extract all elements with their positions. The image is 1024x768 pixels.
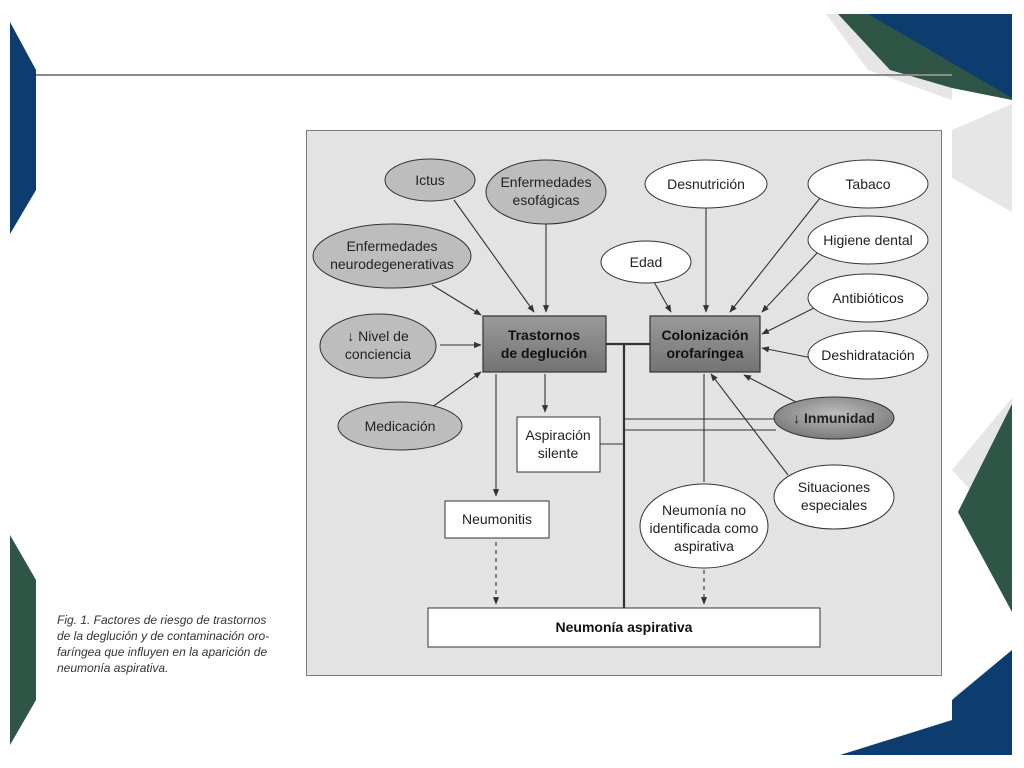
left-bottom-green-shape: [10, 535, 36, 745]
box-trastornos-deglucion: Trastornos de deglución: [482, 315, 607, 373]
caption-line-1: Fig. 1. Factores de riesgo de trastornos: [57, 613, 267, 627]
label-neumonia-aspirativa: Neumonía aspirativa: [556, 619, 693, 635]
label-neuro-1: Enfermedades: [346, 238, 437, 254]
label-medicacion: Medicación: [365, 418, 436, 434]
node-deshidratacion: Deshidratación: [807, 330, 929, 380]
node-higiene-dental: Higiene dental: [807, 215, 929, 265]
label-esofagicas-2: esofágicas: [513, 192, 580, 208]
box-colonizacion-orofaringea: Colonización orofaríngea: [649, 315, 761, 373]
caption-line-3: faríngea que influyen en la aparición de: [57, 645, 268, 659]
risk-factor-diagram: Ictus Enfermedades esofágicas Enfermedad…: [312, 158, 929, 648]
label-aspiracion-2: silente: [538, 445, 579, 461]
arrow-tabaco-colonizacion: [729, 197, 821, 313]
box-neumonia-aspirativa: Neumonía aspirativa: [427, 607, 821, 648]
right-middle-green-shape: [958, 404, 1012, 612]
node-enfermedades-esofagicas: Enfermedades esofágicas: [485, 159, 607, 225]
label-colonizacion-2: orofaríngea: [666, 345, 743, 361]
label-desnutricion: Desnutrición: [667, 176, 745, 192]
arrow-medicacion-trastornos: [427, 371, 482, 411]
label-neuro-2: neurodegenerativas: [330, 256, 454, 272]
label-higiene: Higiene dental: [823, 232, 913, 248]
label-ictus: Ictus: [415, 172, 445, 188]
label-nivel-1: ↓ Nivel de: [347, 328, 409, 344]
label-trastornos-1: Trastornos: [508, 327, 581, 343]
label-noidentificada-1: Neumonía no: [662, 502, 746, 518]
label-aspiracion-1: Aspiración: [525, 427, 590, 443]
arrow-ictus-trastornos: [453, 199, 535, 313]
left-top-navy-shape: [10, 22, 36, 234]
node-ictus: Ictus: [384, 158, 476, 202]
label-neumonitis: Neumonitis: [462, 511, 532, 527]
label-antibioticos: Antibióticos: [832, 290, 904, 306]
arrow-inmunidad-colonizacion: [743, 374, 797, 403]
arrow-antibioticos-colonizacion: [761, 307, 815, 335]
top-right-light-shape: [826, 14, 1012, 212]
box-aspiracion-silente: Aspiración silente: [516, 416, 601, 473]
label-colonizacion-1: Colonización: [661, 327, 748, 343]
node-enfermedades-neurodegenerativas: Enfermedades neurodegenerativas: [312, 223, 472, 289]
node-tabaco: Tabaco: [807, 159, 929, 209]
label-tabaco: Tabaco: [845, 176, 890, 192]
node-inmunidad: ↓ Inmunidad: [773, 396, 895, 440]
bottom-right-navy-shape: [840, 650, 1012, 755]
connectors: [427, 197, 821, 608]
arrow-situaciones-colonizacion: [710, 373, 789, 476]
label-situaciones-1: Situaciones: [798, 479, 870, 495]
header-rule: [36, 74, 952, 76]
label-noidentificada-3: aspirativa: [674, 538, 734, 554]
arrow-deshidratacion-colonizacion: [761, 346, 813, 359]
label-nivel-2: conciencia: [345, 346, 411, 362]
label-inmunidad: ↓ Inmunidad: [793, 410, 875, 426]
caption-line-2: de la deglución y de contaminación oro-: [57, 629, 270, 643]
label-trastornos-2: de deglución: [501, 345, 587, 361]
label-noidentificada-2: identificada como: [650, 520, 759, 536]
node-edad: Edad: [600, 240, 692, 284]
caption-line-4: neumonía aspirativa.: [57, 661, 169, 675]
arrow-edad-colonizacion: [653, 281, 672, 313]
node-medicacion: Medicación: [337, 401, 463, 451]
node-nivel-conciencia: ↓ Nivel de conciencia: [319, 313, 437, 379]
label-edad: Edad: [630, 254, 663, 270]
node-neumonia-no-identificada: Neumonía no identificada como aspirativa: [639, 483, 769, 569]
top-right-navy-shape: [868, 14, 1012, 98]
label-situaciones-2: especiales: [801, 497, 867, 513]
label-esofagicas-1: Enfermedades: [500, 174, 591, 190]
arrow-neuro-trastornos: [431, 284, 482, 316]
label-deshidratacion: Deshidratación: [821, 347, 914, 363]
node-situaciones-especiales: Situaciones especiales: [773, 464, 895, 530]
box-neumonitis: Neumonitis: [444, 500, 550, 539]
node-desnutricion: Desnutrición: [644, 159, 768, 209]
figure-caption: Fig. 1. Factores de riesgo de trastornos…: [57, 612, 293, 676]
node-antibioticos: Antibióticos: [807, 273, 929, 323]
arrow-higiene-colonizacion: [761, 251, 819, 313]
